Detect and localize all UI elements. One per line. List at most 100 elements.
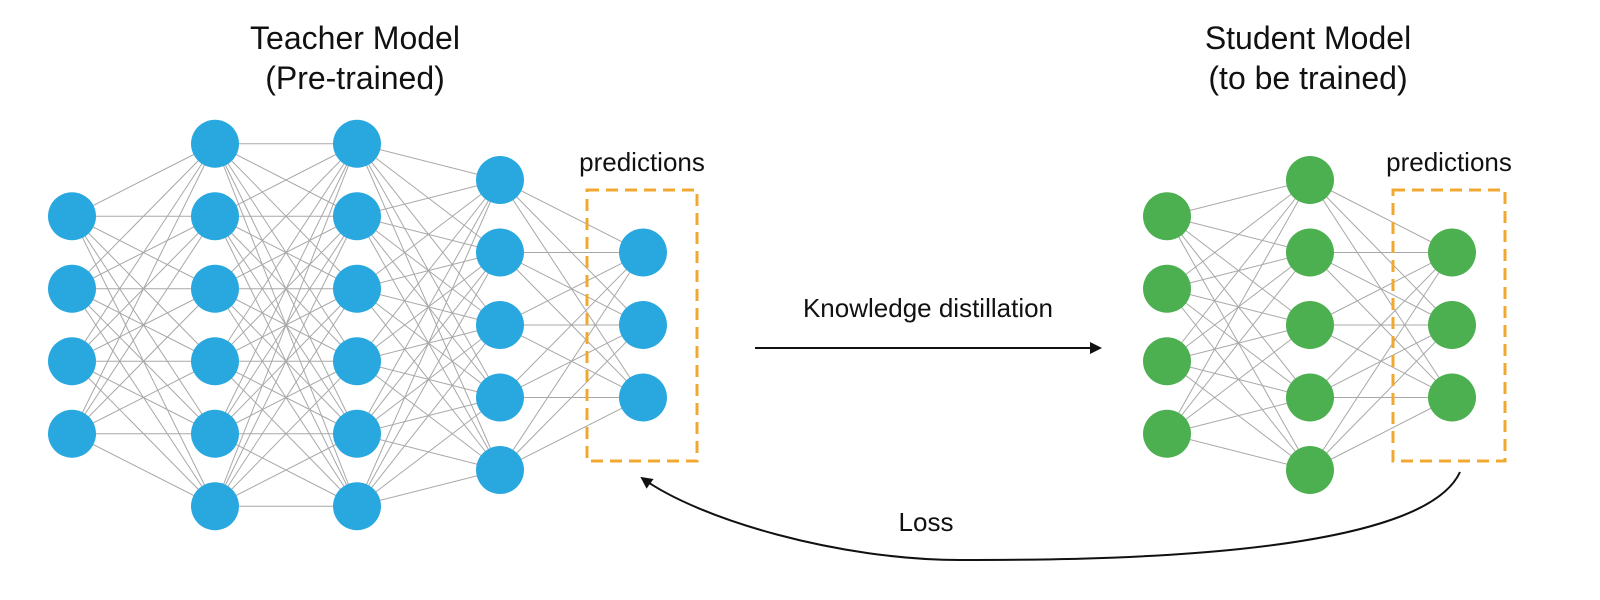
teacher-node-layer-3	[333, 264, 381, 313]
student-edge	[1166, 324, 1311, 435]
student-node-layer-2	[1286, 228, 1334, 277]
teacher-edge	[71, 143, 216, 290]
teacher-edge	[499, 252, 644, 398]
student-edge	[1166, 179, 1311, 290]
loss-label: Loss	[898, 507, 954, 537]
student-edge	[1166, 179, 1311, 217]
teacher-node-layer-4	[476, 446, 524, 494]
teacher-node-layer-1	[48, 337, 96, 386]
teacher-node-layer-1	[48, 264, 96, 313]
student-node-layer-2	[1286, 301, 1334, 349]
teacher-edge	[356, 179, 501, 217]
student-node-layer-1	[1143, 264, 1191, 313]
teacher-edge	[356, 179, 501, 507]
student-edge	[1166, 179, 1311, 434]
teacher-node-layer-5	[619, 373, 667, 422]
student-predictions-box	[1391, 188, 1507, 463]
student-predictions-label: predictions	[1386, 147, 1512, 177]
student-edge	[1309, 252, 1453, 471]
teacher-title: Teacher Model (Pre-trained)	[195, 18, 515, 98]
teacher-predictions-label: predictions	[579, 147, 705, 177]
teacher-title-line2: (Pre-trained)	[265, 60, 445, 96]
student-title: Student Model (to be trained)	[1148, 18, 1468, 98]
teacher-edge	[214, 288, 358, 507]
teacher-edge	[499, 324, 644, 471]
teacher-node-layer-2	[191, 409, 239, 458]
student-node-layer-2	[1286, 156, 1334, 204]
distillation-label: Knowledge distillation	[802, 293, 1054, 323]
teacher-node-layer-4	[476, 156, 524, 204]
teacher-edge	[71, 360, 216, 435]
teacher-edge	[71, 143, 216, 362]
student-title-line2: (to be trained)	[1208, 60, 1408, 96]
teacher-edge	[71, 143, 216, 217]
student-edge	[1166, 397, 1311, 435]
student-node-layer-3	[1428, 373, 1476, 422]
student-edge	[1166, 179, 1311, 362]
teacher-node-layer-2	[191, 192, 239, 241]
teacher-edge	[356, 179, 501, 362]
teacher-node-layer-3	[333, 409, 381, 458]
student-edge	[1309, 324, 1453, 471]
student-node-layer-1	[1143, 409, 1191, 458]
teacher-node-layer-1	[48, 192, 96, 241]
student-network	[1143, 156, 1476, 494]
student-edge	[1309, 252, 1453, 398]
teacher-edge	[214, 143, 358, 362]
teacher-node-layer-3	[333, 192, 381, 241]
teacher-edge	[499, 397, 644, 471]
teacher-node-layer-4	[476, 373, 524, 422]
teacher-edge	[71, 143, 216, 434]
teacher-node-layer-2	[191, 482, 239, 531]
teacher-node-layer-1	[48, 409, 96, 458]
teacher-edge	[356, 397, 501, 507]
teacher-node-layer-2	[191, 337, 239, 386]
teacher-edge	[499, 252, 644, 471]
teacher-edge	[356, 324, 501, 507]
teacher-edge	[214, 360, 358, 507]
teacher-node-layer-4	[476, 228, 524, 277]
teacher-edge	[214, 433, 358, 507]
student-node-layer-3	[1428, 301, 1476, 349]
student-node-layer-2	[1286, 446, 1334, 494]
teacher-network	[48, 119, 667, 531]
teacher-edge	[71, 433, 216, 507]
teacher-node-layer-3	[333, 119, 381, 168]
teacher-node-layer-5	[619, 301, 667, 349]
student-edge	[1309, 179, 1453, 253]
teacher-node-layer-2	[191, 119, 239, 168]
teacher-edge	[214, 143, 358, 217]
teacher-edge	[71, 288, 216, 435]
teacher-edge	[356, 252, 501, 507]
student-edges	[1166, 179, 1453, 471]
teacher-node-layer-3	[333, 337, 381, 386]
teacher-edge	[499, 179, 644, 253]
teacher-edge	[214, 143, 358, 290]
teacher-node-layer-2	[191, 264, 239, 313]
teacher-edge	[356, 179, 501, 290]
teacher-edge	[214, 143, 358, 434]
student-node-layer-3	[1428, 228, 1476, 277]
teacher-title-line1: Teacher Model	[250, 20, 460, 56]
teacher-edge	[356, 469, 501, 507]
student-node-layer-1	[1143, 337, 1191, 386]
student-node-layer-2	[1286, 373, 1334, 422]
teacher-edge	[71, 215, 216, 435]
student-edge	[1309, 397, 1453, 471]
teacher-node-layer-4	[476, 301, 524, 349]
teacher-edge	[356, 143, 501, 181]
student-title-line1: Student Model	[1204, 20, 1412, 56]
loss-arrow	[640, 471, 1461, 562]
student-node-layer-1	[1143, 192, 1191, 241]
student-edge	[1309, 252, 1453, 326]
teacher-edge	[499, 252, 644, 326]
teacher-edge	[214, 143, 358, 507]
teacher-node-layer-5	[619, 228, 667, 277]
student-edge	[1166, 252, 1311, 435]
teacher-edge	[356, 179, 501, 434]
teacher-node-layer-3	[333, 482, 381, 531]
teacher-edge	[214, 216, 358, 507]
student-edge	[1166, 433, 1311, 471]
